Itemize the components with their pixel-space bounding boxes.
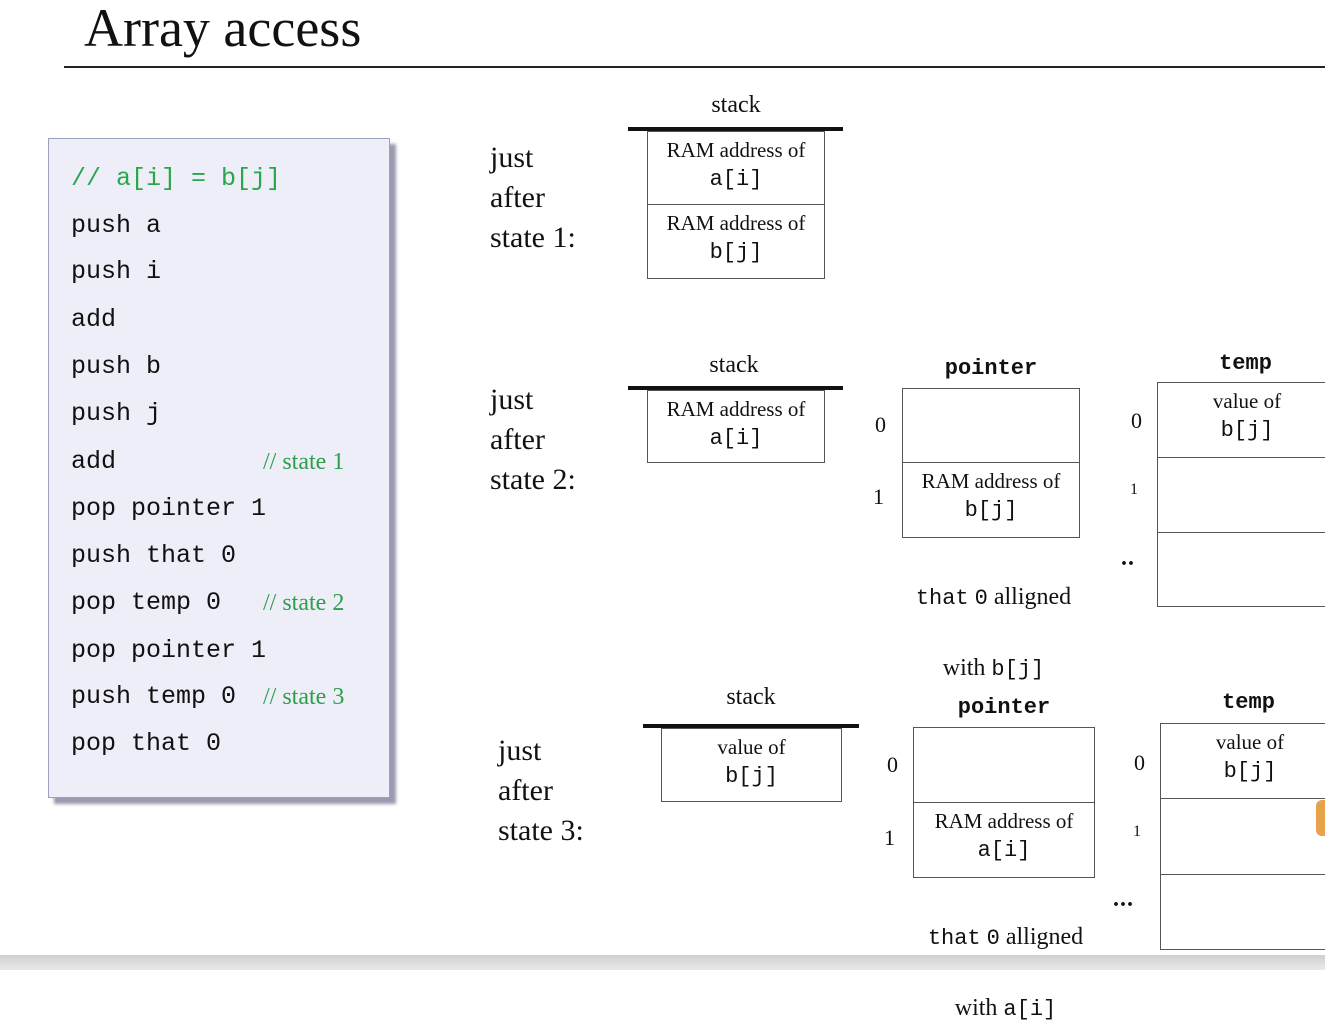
- stack-top-bar: [628, 127, 843, 131]
- cell-var: b[j]: [964, 498, 1018, 523]
- stack-cell: RAM address of b[j]: [647, 204, 825, 279]
- temp-cell: [1160, 798, 1325, 875]
- state-3-pointer-title: pointer: [957, 695, 1051, 720]
- temp-cell: [1157, 457, 1325, 533]
- segment-index: 1: [1130, 481, 1138, 498]
- cell-text: RAM address of: [934, 809, 1074, 833]
- cell-text: RAM address of: [666, 397, 806, 421]
- note-text: alligned: [1005, 924, 1084, 950]
- segment-index: 0: [875, 412, 886, 437]
- state-3-label: just after state 3:: [498, 734, 584, 847]
- code-line: pop pointer 1: [71, 636, 267, 665]
- note-that: that: [915, 586, 969, 611]
- state-2-label: just after state 2:: [490, 383, 576, 496]
- cell-var: b[j]: [709, 240, 763, 265]
- code-panel: // a[i] = b[j] push a push i add push b …: [48, 138, 390, 798]
- code-line: // a[i] = b[j]: [71, 164, 282, 193]
- cell-var: a[i]: [709, 426, 763, 451]
- note-zero: 0: [986, 926, 1000, 951]
- temp-cell: value of b[j]: [1157, 382, 1325, 458]
- state-3-temp-title: temp: [1222, 690, 1275, 715]
- note-target: a[i]: [1003, 997, 1057, 1022]
- code-line: push a: [71, 211, 162, 240]
- cell-text: RAM address of: [666, 211, 806, 235]
- state-1-stack-title: stack: [711, 92, 761, 118]
- that-alignment-note: that 0 alligned with b[j]: [880, 545, 1095, 687]
- state-comment: // state 2: [263, 590, 345, 616]
- temp-cell: [1157, 532, 1325, 607]
- stack-cell: RAM address of a[i]: [647, 131, 825, 205]
- note-that: that: [927, 926, 981, 951]
- state-3-stack-title: stack: [726, 684, 776, 710]
- state-comment: // state 1: [263, 449, 345, 475]
- segment-index: 1: [884, 825, 895, 850]
- ellipsis: ..: [1121, 545, 1135, 571]
- segment-index: 0: [887, 752, 898, 777]
- note-target: b[j]: [991, 657, 1045, 682]
- segment-index: 1: [873, 484, 884, 509]
- segment-index: 1: [1133, 823, 1141, 840]
- code-line: add: [71, 305, 117, 334]
- cell-var: b[j]: [1220, 418, 1274, 443]
- temp-cell: [1160, 874, 1325, 950]
- segment-index: 0: [1131, 408, 1142, 433]
- stack-top-bar: [643, 724, 859, 728]
- code-line: push temp 0: [71, 682, 237, 711]
- pointer-cell: RAM address of a[i]: [913, 802, 1095, 878]
- state-2-temp-title: temp: [1219, 351, 1272, 376]
- cursor-marker: [1316, 800, 1325, 836]
- segment-index: 0: [1134, 750, 1145, 775]
- page-title: Array access: [84, 0, 362, 58]
- temp-cell: value of b[j]: [1160, 723, 1325, 799]
- code-line: push that 0: [71, 541, 237, 570]
- stack-top-bar: [628, 386, 843, 390]
- cell-text: value of: [717, 735, 786, 759]
- pointer-cell: RAM address of b[j]: [902, 462, 1080, 538]
- code-line: pop temp 0: [71, 588, 222, 617]
- cell-var: a[i]: [709, 167, 763, 192]
- note-text: with: [942, 655, 986, 681]
- code-line: pop that 0: [71, 729, 222, 758]
- note-text: with: [954, 995, 998, 1021]
- stack-cell: value of b[j]: [661, 728, 842, 802]
- code-line: add: [71, 447, 117, 476]
- state-1-label: just after state 1:: [490, 141, 576, 254]
- video-bottom-bar: [0, 955, 1325, 970]
- note-text: alligned: [993, 584, 1072, 610]
- stack-cell: RAM address of a[i]: [647, 390, 825, 463]
- note-zero: 0: [974, 586, 988, 611]
- cell-var: b[j]: [1223, 759, 1277, 784]
- cell-text: RAM address of: [921, 469, 1061, 493]
- cell-var: a[i]: [977, 838, 1031, 863]
- cell-text: value of: [1212, 389, 1282, 413]
- code-line: pop pointer 1: [71, 494, 267, 523]
- code-line: push j: [71, 399, 162, 428]
- code-line: push b: [71, 352, 162, 381]
- cell-text: RAM address of: [666, 138, 806, 162]
- pointer-cell: [913, 727, 1095, 803]
- state-2-pointer-title: pointer: [944, 356, 1038, 381]
- pointer-cell: [902, 388, 1080, 463]
- ellipsis: ...: [1113, 886, 1134, 912]
- code-line: push i: [71, 257, 162, 286]
- state-2-stack-title: stack: [709, 352, 759, 378]
- cell-text: value of: [1215, 730, 1285, 754]
- state-comment: // state 3: [263, 684, 345, 710]
- title-divider: [64, 66, 1325, 68]
- cell-var: b[j]: [725, 764, 778, 789]
